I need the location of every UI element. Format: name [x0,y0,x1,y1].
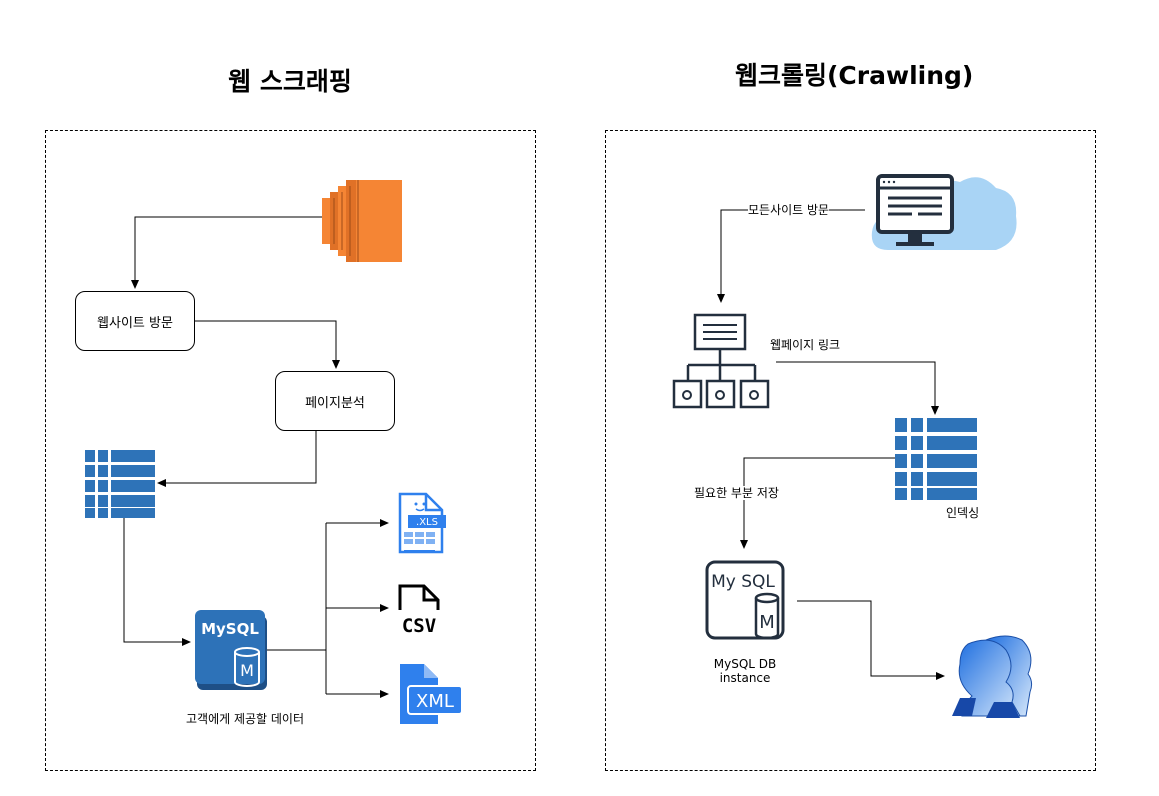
sitemap-hierarchy-icon [672,313,770,409]
mysql-m-label: M [240,661,254,680]
db-instance-caption-line2: instance [705,671,785,686]
users-icon [952,635,1033,718]
mysql-label: MySQL [201,620,259,638]
visit-all-sites-label: 모든사이트 방문 [748,203,830,218]
scraping-title: 웹 스크래핑 [228,67,352,96]
crawling-title: 웹크롤링(Crawling) [735,61,974,90]
xml-file-icon: XML [400,664,463,724]
crawling-panel [605,130,1096,771]
edge-cloud-to-hierarchy [717,209,865,303]
csv-label: CSV [402,615,436,636]
cloud-monitor-icon [871,174,1017,250]
webpage-link-label: 웹페이지 링크 [770,338,841,353]
edge-table-to-mysql [123,518,191,646]
edge-server-to-visit [131,216,325,289]
visit-website-node: 웹사이트 방문 [75,291,195,351]
edge-visit-to-analyze [195,320,340,369]
mysql-instance-text: My SQL [711,572,775,592]
mysql-db-icon: MySQL M [195,610,267,690]
page-analysis-node: 페이지분석 [275,371,395,431]
xml-label: XML [416,691,454,712]
xls-label: .XLS [416,517,438,528]
scraping-panel [45,130,536,771]
edge-db-to-users [797,600,945,680]
table-icon [85,450,155,518]
edge-analyze-to-table [157,431,317,487]
mysql-db-instance-icon: My SQL M [705,560,785,640]
indexing-table-icon [895,418,977,500]
mysql-instance-m: M [759,612,775,633]
indexing-label: 인덱싱 [946,506,980,521]
save-needed-parts-label: 필요한 부분 저장 [694,486,779,501]
customer-data-caption: 고객에게 제공할 데이터 [165,712,325,727]
xls-file-icon: .XLS [398,492,446,554]
edge-index-to-db [740,457,896,549]
db-instance-caption-line1: MySQL DB [705,657,785,672]
aws-compute-icon [322,180,402,262]
edge-hierarchy-to-index [776,361,939,415]
csv-file-icon: CSV [398,584,440,636]
